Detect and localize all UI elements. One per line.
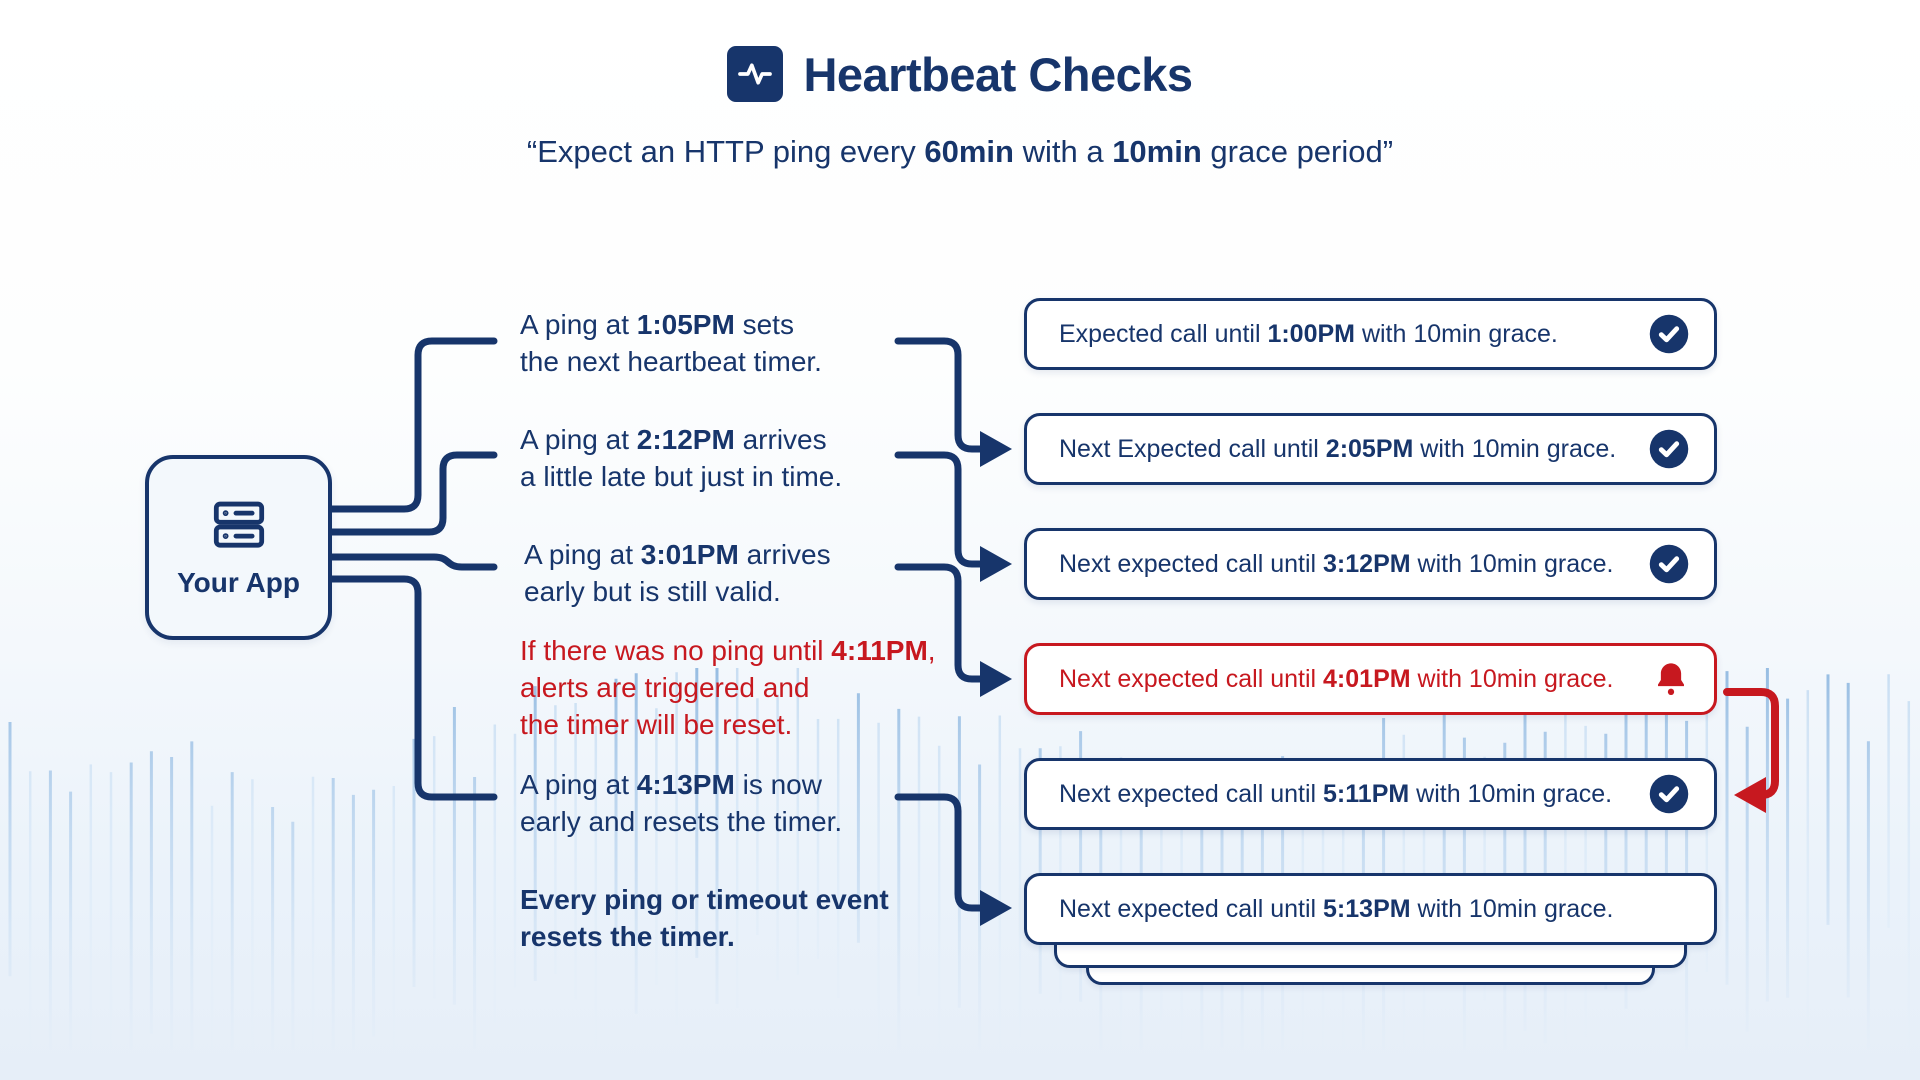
status-box-1-text: Expected call until 1:00PM with 10min gr… — [1059, 319, 1558, 348]
check-icon — [1648, 543, 1690, 585]
step-3-time: 3:01PM — [640, 539, 739, 570]
activity-icon — [727, 46, 784, 102]
check-icon — [1648, 773, 1690, 815]
step-2-time: 2:12PM — [636, 424, 735, 455]
arrow-line-to-box-3 — [894, 451, 986, 568]
status-box-4-text: Next expected call until 4:01PM with 10m… — [1059, 664, 1614, 693]
step-text-5: A ping at 4:13PM is now early and resets… — [520, 769, 843, 837]
app-branch-lines — [327, 337, 498, 801]
arrowhead-box-4 — [980, 661, 1012, 697]
step-4-time: 4:11PM — [831, 635, 928, 666]
arrowheads — [980, 431, 1012, 926]
step-5-time: 4:13PM — [636, 769, 735, 800]
branch-to-step-5 — [327, 575, 498, 801]
arrowhead-box-2 — [980, 431, 1012, 467]
step-1-time: 1:05PM — [636, 309, 735, 340]
check-icon — [1648, 313, 1690, 355]
step-text-3: A ping at 3:01PM arrives early but is st… — [524, 539, 831, 607]
status-box-5: Next expected call until 5:11PM with 10m… — [1024, 758, 1717, 830]
alert-reset-arrow — [1723, 688, 1779, 813]
branch-to-step-1 — [327, 337, 498, 513]
status-box-3: Next expected call until 3:12PM with 10m… — [1024, 528, 1717, 600]
arrow-line-to-box-6 — [894, 793, 986, 912]
step-text-4-alert: If there was no ping until 4:11PM, alert… — [520, 635, 936, 740]
step-text-1: A ping at 1:05PM sets the next heartbeat… — [520, 309, 822, 377]
arrowhead-box-3 — [980, 546, 1012, 582]
status-box-5-text: Next expected call until 5:11PM with 10m… — [1059, 779, 1613, 808]
branch-to-step-3 — [327, 553, 498, 571]
status-box-6: Next expected call until 5:13PM with 10m… — [1024, 873, 1717, 945]
status-box-4-alert: Next expected call until 4:01PM with 10m… — [1024, 643, 1717, 715]
page-header: Heartbeat Checks — [0, 46, 1920, 102]
page-title: Heartbeat Checks — [803, 47, 1193, 101]
server-icon — [208, 496, 270, 559]
step-to-box-arrows — [894, 337, 986, 912]
alert-reset-line — [1723, 688, 1779, 799]
status-box-1: Expected call until 1:00PM with 10min gr… — [1024, 298, 1717, 370]
alert-reset-arrowhead — [1734, 777, 1766, 813]
status-box-6-text: Next expected call until 5:13PM with 10m… — [1059, 894, 1614, 923]
branch-to-step-2 — [327, 451, 498, 536]
alert-bell-icon — [1652, 659, 1690, 699]
status-box-3-text: Next expected call until 3:12PM with 10m… — [1059, 549, 1614, 578]
arrow-line-to-box-2 — [894, 337, 986, 453]
arrowhead-box-6 — [980, 890, 1012, 926]
step-text-6-summary: Every ping or timeout event resets the t… — [520, 884, 889, 952]
your-app-label: Your App — [177, 567, 300, 598]
your-app-card: Your App — [145, 455, 332, 640]
page-subtitle: “Expect an HTTP ping every 60min with a … — [526, 134, 1394, 169]
status-box-2: Next Expected call until 2:05PM with 10m… — [1024, 413, 1717, 485]
check-icon — [1648, 428, 1690, 470]
status-box-2-text: Next Expected call until 2:05PM with 10m… — [1059, 434, 1617, 463]
step-text-2: A ping at 2:12PM arrives a little late b… — [520, 424, 843, 492]
